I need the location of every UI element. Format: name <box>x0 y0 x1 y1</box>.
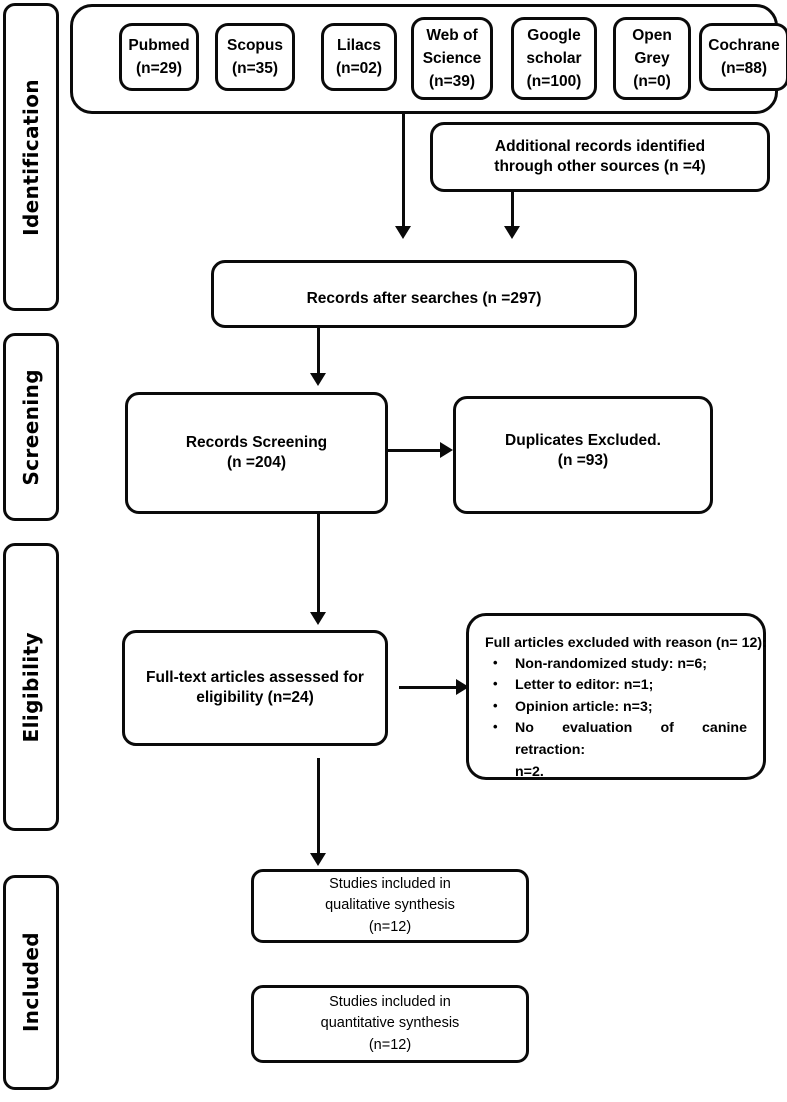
stage-included: Included <box>3 875 59 1090</box>
arrowhead-screening-to-duplicates <box>440 442 453 458</box>
list-item: Opinion article: n=3; <box>485 696 747 719</box>
reason-text: No evaluation of canine retraction: <box>515 720 747 759</box>
sources-container: Pubmed (n=29) Scopus (n=35) Lilacs (n=02… <box>70 4 787 114</box>
box-records-after-searches-text: Records after searches (n =297) <box>307 289 542 309</box>
source-count: (n=39) <box>428 73 476 91</box>
box-records-screening-text: Records Screening (n =204) <box>186 433 327 474</box>
arrowhead-records-to-screening <box>310 373 326 386</box>
box-additional-records-text: Additional records identified through ot… <box>494 137 705 178</box>
box-quantitative-synthesis: Studies included in quantitative synthes… <box>251 985 529 1063</box>
excluded-reason-list: Non-randomized study: n=6; Letter to edi… <box>485 653 747 783</box>
excluded-heading: Full articles excluded with reason (n= 1… <box>485 635 767 651</box>
stage-eligibility: Eligibility <box>3 543 59 831</box>
source-box-cochrane: Cochrane (n=88) <box>699 23 787 91</box>
arrowhead-sources-to-records <box>395 226 411 239</box>
source-name: Lilacs <box>337 36 381 54</box>
source-name: Google <box>527 26 581 44</box>
stage-screening-label: Screening <box>18 368 43 486</box>
box-fulltext-assessed-text: Full-text articles assessed for eligibil… <box>146 668 364 709</box>
source-name: Pubmed <box>128 36 190 54</box>
source-count: (n=02) <box>335 60 383 77</box>
reason-text: Opinion article: n=3; <box>515 698 653 715</box>
text-line-3: (n=12) <box>368 918 412 935</box>
connector-screening-to-duplicates <box>388 449 443 452</box>
text-line-2: quantitative synthesis <box>320 1015 460 1032</box>
source-name-line2: Grey <box>634 49 670 67</box>
source-name-line2: Science <box>422 49 482 67</box>
stage-identification: Identification <box>3 3 59 311</box>
source-count: (n=100) <box>526 73 582 91</box>
text-line-2: eligibility (n=24) <box>196 689 314 706</box>
source-box-open-grey: Open Grey (n=0) <box>613 17 691 100</box>
source-box-web-of-science: Web of Science (n=39) <box>411 17 493 100</box>
text-line-3: (n=12) <box>368 1036 412 1053</box>
text-line-1: Studies included in <box>329 994 451 1011</box>
connector-sources-to-records <box>402 114 405 228</box>
source-count: (n=35) <box>231 60 279 77</box>
list-item: No evaluation of canine retraction: n=2. <box>485 717 747 783</box>
box-records-screening: Records Screening (n =204) <box>125 392 388 514</box>
text-line-1: Studies included in <box>329 876 451 893</box>
source-count: (n=88) <box>720 60 768 77</box>
connector-records-to-screening <box>317 328 320 376</box>
stage-eligibility-label: Eligibility <box>18 631 43 743</box>
stage-identification-label: Identification <box>18 78 43 236</box>
text-line-2: qualitative synthesis <box>325 897 455 914</box>
reason-text-continued: n=2. <box>515 763 544 780</box>
reason-text: Non-randomized study: n=6; <box>515 655 707 672</box>
arrowhead-additional-to-records <box>504 226 520 239</box>
connector-additional-to-records <box>511 192 514 228</box>
connector-screening-to-fulltext <box>317 514 320 615</box>
arrowhead-screening-to-fulltext <box>310 612 326 625</box>
list-item: Letter to editor: n=1; <box>485 674 747 697</box>
source-name: Cochrane <box>708 36 780 54</box>
box-excluded-with-reason: Full articles excluded with reason (n= 1… <box>466 613 767 783</box>
source-box-lilacs: Lilacs (n=02) <box>321 23 397 91</box>
reason-text: Letter to editor: n=1; <box>515 677 654 694</box>
connector-fulltext-to-qualitative <box>317 758 320 856</box>
box-quantitative-synthesis-text: Studies included in quantitative synthes… <box>321 992 460 1055</box>
source-count: (n=29) <box>135 60 183 77</box>
box-duplicates-excluded-text: Duplicates Excluded. (n =93) <box>505 431 661 472</box>
stage-screening: Screening <box>3 333 59 521</box>
source-box-pubmed: Pubmed (n=29) <box>119 23 199 91</box>
source-box-scopus: Scopus (n=35) <box>215 23 295 91</box>
text-line-2: through other sources (n =4) <box>494 158 706 175</box>
source-box-google-scholar: Google scholar (n=100) <box>511 17 597 100</box>
list-item: Non-randomized study: n=6; <box>485 653 747 676</box>
box-additional-records: Additional records identified through ot… <box>430 122 770 192</box>
source-name: Web of <box>426 26 478 44</box>
box-records-after-searches: Records after searches (n =297) <box>211 260 637 328</box>
source-name: Scopus <box>227 36 283 54</box>
text-line-2: (n =93) <box>557 452 609 470</box>
text-line-1: Records Screening <box>185 433 328 451</box>
text-line-1: Duplicates Excluded. <box>505 432 661 449</box>
source-count: (n=0) <box>633 73 671 91</box>
text-line-1: Records after searches (n =297) <box>306 290 542 307</box>
text-line-1: Additional records identified <box>494 137 706 155</box>
box-fulltext-assessed: Full-text articles assessed for eligibil… <box>122 630 388 746</box>
box-qualitative-synthesis-text: Studies included in qualitative synthesi… <box>325 874 455 937</box>
source-name: Open <box>632 26 672 44</box>
box-qualitative-synthesis: Studies included in qualitative synthesi… <box>251 869 529 943</box>
stage-included-label: Included <box>18 932 43 1033</box>
text-line-2: (n =204) <box>226 454 286 471</box>
box-duplicates-excluded: Duplicates Excluded. (n =93) <box>453 396 713 514</box>
text-line-1: Full-text articles assessed for <box>146 668 364 686</box>
arrowhead-fulltext-to-excluded <box>456 679 469 695</box>
arrowhead-fulltext-to-qualitative <box>310 853 326 866</box>
source-name-line2: scholar <box>526 49 582 67</box>
connector-fulltext-to-excluded <box>399 686 459 689</box>
